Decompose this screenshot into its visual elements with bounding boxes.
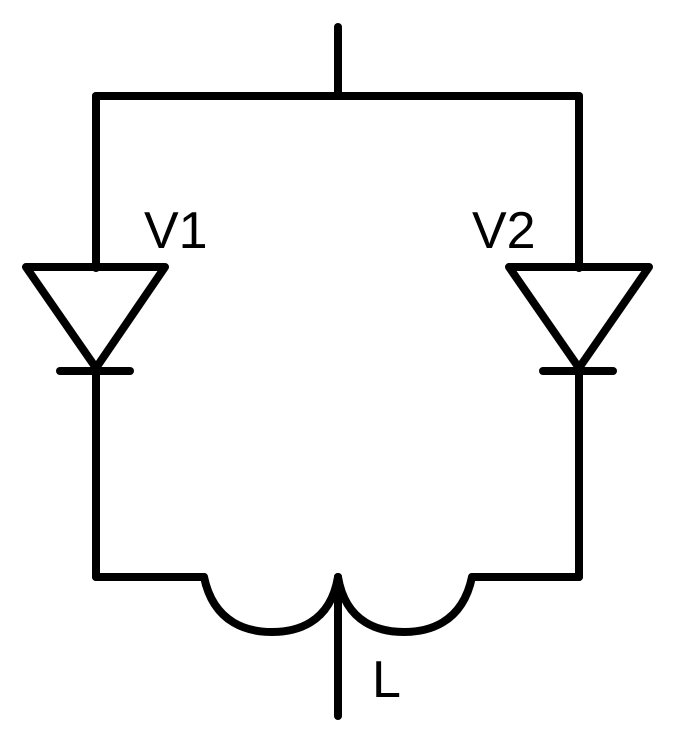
inductor-l-right-coil <box>334 573 476 636</box>
diode-v1-triangle <box>22 263 169 372</box>
inductor-l <box>200 573 476 720</box>
diode-v2-triangle <box>505 263 653 372</box>
label-l: L <box>372 651 401 709</box>
label-v1: V1 <box>144 202 208 260</box>
label-v2: V2 <box>472 202 536 260</box>
diode-v1 <box>22 263 169 375</box>
diode-v2 <box>505 263 653 375</box>
inductor-l-left-coil <box>200 573 342 636</box>
